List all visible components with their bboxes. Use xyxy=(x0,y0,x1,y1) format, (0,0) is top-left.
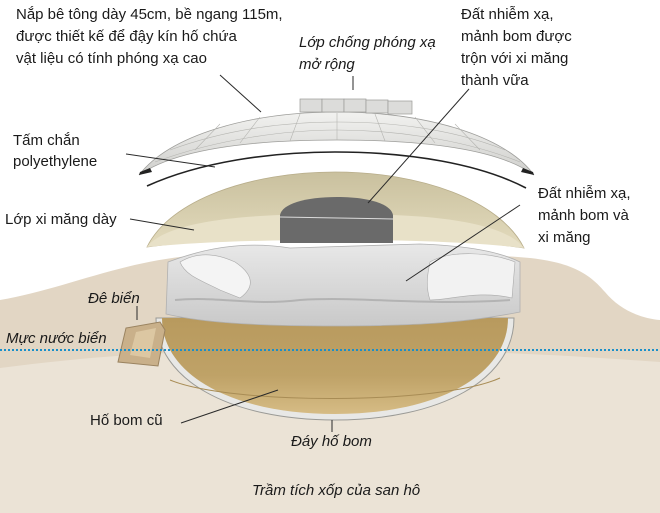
cap-grid xyxy=(154,113,521,163)
label-old-crater: Hố bom cũ xyxy=(90,412,163,429)
debris-texture xyxy=(174,298,511,303)
label-coral-sediment: Trầm tích xốp của san hô xyxy=(252,482,420,499)
leader-concrete-cap xyxy=(219,74,262,113)
extended-shield-blocks xyxy=(299,98,413,115)
leader-polyethylene xyxy=(125,153,216,168)
leader-mixed-debris xyxy=(405,204,521,282)
label-sea-level: Mực nước biển xyxy=(6,330,107,347)
ground-front xyxy=(0,350,660,513)
label-slurry: Đất nhiễm xạ, mảnh bom được trộn với xi … xyxy=(461,6,576,89)
leader-slurry xyxy=(367,88,470,204)
cap-edge-left xyxy=(139,168,152,175)
label-cement-layer: Lớp xi măng dày xyxy=(5,211,117,228)
label-polyethylene: Tấm chắn polyethylene xyxy=(13,132,97,170)
old-crater xyxy=(162,318,508,414)
label-crater-bottom: Đáy hố bom xyxy=(291,433,372,450)
label-extended-shield: Lớp chống phóng xạ mở rộng xyxy=(299,34,440,73)
polyethylene-sheet xyxy=(146,151,527,189)
contaminated-slurry-core xyxy=(280,197,393,243)
label-mixed-debris: Đất nhiễm xạ, mảnh bom và xi măng xyxy=(538,185,635,246)
cap-edge-right xyxy=(521,168,534,175)
leader-cement-layer xyxy=(129,218,195,231)
debris-rubble xyxy=(179,254,251,299)
debris-rubble xyxy=(426,253,516,301)
core-divider xyxy=(279,216,394,220)
crater-bottom-line xyxy=(169,377,501,399)
leader-old-crater xyxy=(180,389,279,424)
label-concrete-cap: Nắp bê tông dày 45cm, bề ngang 115m, đượ… xyxy=(16,6,287,67)
concrete-cap xyxy=(138,111,535,176)
label-seawall: Đê biển xyxy=(88,290,140,307)
